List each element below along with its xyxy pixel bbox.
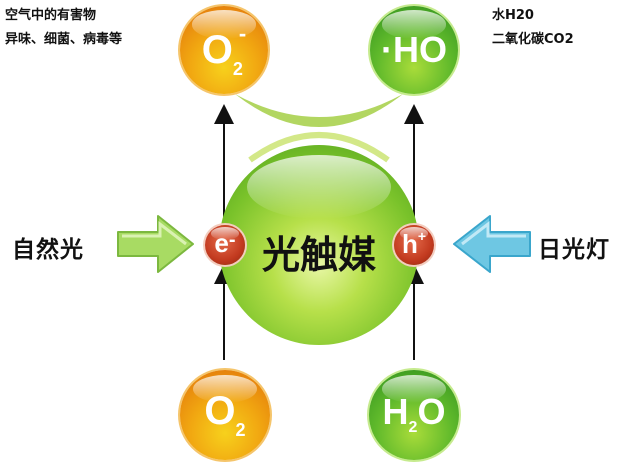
water-label: H2O [382,391,446,436]
products-note: 水H20 二氧化碳CO2 [492,4,574,52]
note-line: 二氧化碳CO2 [492,32,574,47]
hydroxyl-label: ·HO [381,29,447,70]
photocatalyst-ball [219,145,419,345]
note-line: 空气中的有害物 [5,8,97,23]
hole-label: h+ [401,228,427,259]
water-ball: H2O [369,370,459,460]
superoxide-label: O2- [201,20,247,79]
note-line: 水H20 [492,8,534,23]
top-arc [235,94,403,127]
oxygen-ball: O2 [180,370,270,460]
harmful-substances-note: 空气中的有害物 异味、细菌、病毒等 [5,4,122,52]
hole-ball: h+ [394,225,434,265]
hydroxyl-ball: ·HO [370,6,458,94]
blue-arrow-left-icon [453,215,531,273]
photocatalyst-label: 光触媒 [262,233,377,277]
fluorescent-light-label: 日光灯 [538,237,610,263]
electron-ball: e- [205,225,245,265]
superoxide-ball: O2- [180,6,268,94]
green-arrow-right-icon [117,215,194,273]
natural-light-label: 自然光 [12,237,84,263]
oxygen-label: O2 [204,389,246,440]
electron-label: e- [214,228,236,258]
note-line: 异味、细菌、病毒等 [5,32,123,47]
